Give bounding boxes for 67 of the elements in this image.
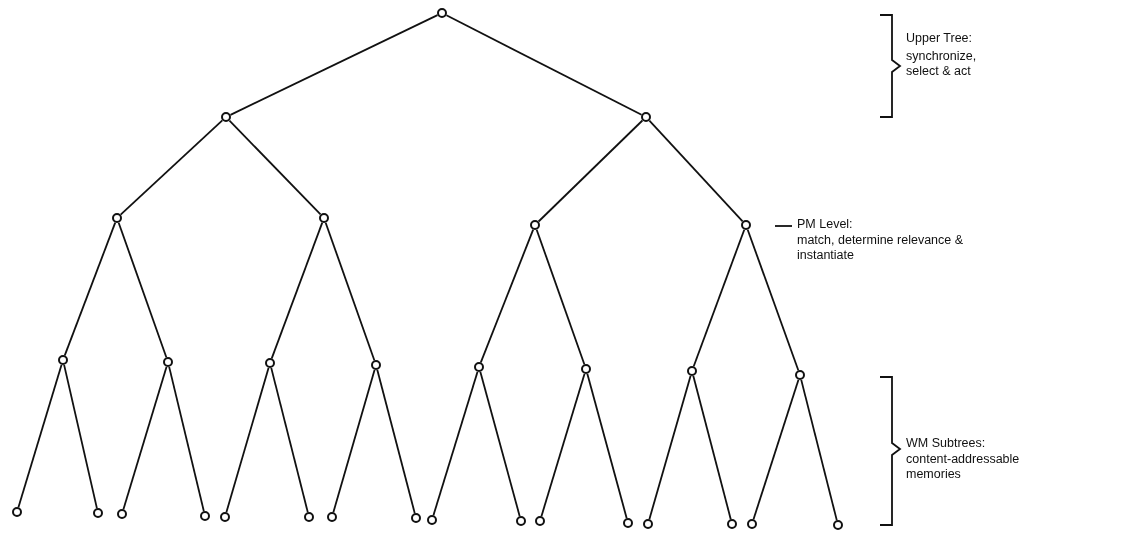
tree-node-circle [220,512,230,522]
tree-node-circle [163,357,173,367]
tree-edge [479,370,521,518]
level-description: content-addressable memories [906,452,1021,482]
tree-edge [324,221,376,362]
level-description: match, determine relevance & instantiate [797,233,965,263]
tree-edge [168,365,205,513]
level-heading: PM Level: [797,217,854,232]
tree-edge [376,368,416,515]
tree-node-circle [221,112,231,122]
tree-node-circle [437,8,447,18]
tree-node-circle [741,220,751,230]
tree-edge [228,119,322,216]
tree-node-circle [265,358,275,368]
tree-edge [117,221,168,359]
tree-edge [17,363,63,509]
tree-node-circle [641,112,651,122]
tree-node-circle [833,520,843,530]
tree-edge [692,228,746,368]
tree-edge [692,374,732,521]
tree-edge [537,119,644,223]
tree-node-circle [516,516,526,526]
tree-edge [332,368,376,514]
tree-node-circle [643,519,653,529]
tree-node-circle [530,220,540,230]
tree-edge [445,14,643,116]
tree-node-circle [795,370,805,380]
tree-node-circle [727,519,737,529]
tree-node-circle [12,507,22,517]
tree-node-circle [93,508,103,518]
tree-node-circle [623,518,633,528]
tree-node-circle [411,513,421,523]
tree-node-circle [327,512,337,522]
tree-node-circle [200,511,210,521]
tree-node-circle [304,512,314,522]
tree-edge [270,366,309,514]
tree-node-circle [58,355,68,365]
tree-edge [586,372,628,520]
tree-node-circle [747,519,757,529]
tree-node-circle [117,509,127,519]
tree-edge [119,119,224,216]
tree-node-circle [535,516,545,526]
tree-node-circle [319,213,329,223]
level-heading: Upper Tree: [906,31,973,46]
tree-node-circle [474,362,484,372]
tree-edge [229,14,439,116]
tree-node-circle [112,213,122,223]
tree-edge [225,366,270,514]
tree-edge [746,228,800,372]
tree-edge [648,374,692,521]
tree-edge [752,378,800,521]
tree-edge [535,228,586,366]
level-description: synchronize, select & act [906,49,978,79]
tree-node-circle [371,360,381,370]
tree-node-circle [581,364,591,374]
tree-edge [479,228,535,364]
tree-edge [432,370,479,517]
level-heading: WM Subtrees: [906,436,987,451]
tree-edge [648,119,744,223]
tree-node-circle [427,515,437,525]
tree-edge [800,378,838,522]
tree-edge [540,372,586,518]
tree-edge [122,365,168,511]
tree-edge [63,221,117,357]
tree-edge [63,363,98,510]
tree-node-circle [687,366,697,376]
tree-edge [270,221,324,360]
